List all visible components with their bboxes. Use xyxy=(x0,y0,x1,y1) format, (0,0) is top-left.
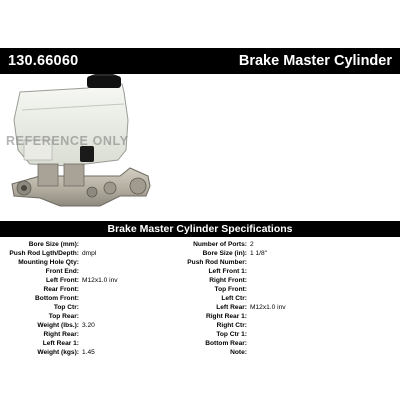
spec-label: Top Front: xyxy=(214,286,247,293)
specifications-title: Brake Master Cylinder Specifications xyxy=(0,221,400,237)
spec-row: Left Rear 1: xyxy=(0,339,79,348)
product-name: Brake Master Cylinder xyxy=(238,53,392,69)
spec-row: Weight (lbs.):3.20 xyxy=(0,321,94,330)
spec-row: Push Rod Number: xyxy=(0,258,247,267)
spec-label: Weight (lbs.): xyxy=(37,322,79,329)
spec-row: Bore Size (in):1 1/8" xyxy=(0,249,267,258)
spec-label: Top Rear: xyxy=(48,313,79,320)
spec-value: 2 xyxy=(250,241,254,248)
spec-label: Left Front 1: xyxy=(208,268,247,275)
spec-label: Bottom Front: xyxy=(35,295,79,302)
spec-row: Right Rear 1: xyxy=(0,312,247,321)
spec-row: Left Ctr: xyxy=(0,294,247,303)
spec-row: Right Front: xyxy=(0,276,247,285)
spec-row: Left Rear:M12x1.0 inv xyxy=(0,303,285,312)
spec-row: Right Ctr: xyxy=(0,321,247,330)
part-number: 130.66060 xyxy=(8,53,79,69)
spec-row: Bore Size (mm): xyxy=(0,240,79,249)
spec-label: Push Rod Lgth/Depth: xyxy=(9,250,79,257)
spec-label: Bore Size (mm): xyxy=(28,241,79,248)
spec-row: Mounting Hole Qty: xyxy=(0,258,79,267)
spec-row: Weight (kgs):1.45 xyxy=(0,348,94,357)
spec-row: Left Front:M12x1.0 inv xyxy=(0,276,118,285)
spec-row: Top Ctr: xyxy=(0,303,79,312)
spec-row: Top Ctr 1: xyxy=(0,330,247,339)
spec-row: Push Rod Lgth/Depth:dmpl xyxy=(0,249,96,258)
spec-value: M12x1.0 inv xyxy=(82,277,118,284)
spec-label: Left Front: xyxy=(46,277,79,284)
spec-label: Right Front: xyxy=(209,277,247,284)
spec-value: 1 1/8" xyxy=(250,250,268,257)
spec-label: Left Ctr: xyxy=(221,295,247,302)
spec-value: 1.45 xyxy=(82,349,95,356)
spec-label: Right Rear 1: xyxy=(205,313,247,320)
spec-label: Note: xyxy=(230,349,247,356)
spec-row: Front End: xyxy=(0,267,79,276)
spec-row: Number of Ports:2 xyxy=(0,240,254,249)
spec-label: Number of Ports: xyxy=(193,241,247,248)
spec-row: Bottom Front: xyxy=(0,294,79,303)
spec-row: Bottom Rear: xyxy=(0,339,247,348)
spec-row: Top Rear: xyxy=(0,312,79,321)
spec-label: Weight (kgs): xyxy=(37,349,79,356)
spec-row: Top Front: xyxy=(0,285,247,294)
spec-label: Rear Front: xyxy=(43,286,79,293)
reference-watermark: REFERENCE ONLY xyxy=(6,134,129,148)
header-bar: 130.66060 Brake Master Cylinder xyxy=(0,48,400,74)
spec-row: Right Rear: xyxy=(0,330,79,339)
spec-value: M12x1.0 inv xyxy=(250,304,286,311)
spec-value: 3.20 xyxy=(82,322,95,329)
product-photo xyxy=(11,74,151,207)
spec-label: Top Ctr 1: xyxy=(216,331,247,338)
spec-label: Push Rod Number: xyxy=(187,259,247,266)
spec-value: dmpl xyxy=(82,250,97,257)
spec-label: Bottom Rear: xyxy=(205,340,247,347)
spec-label: Bore Size (in): xyxy=(202,250,247,257)
spec-label: Right Ctr: xyxy=(216,322,247,329)
spec-label: Mounting Hole Qty: xyxy=(18,259,79,266)
spec-label: Left Rear 1: xyxy=(42,340,79,347)
spec-label: Left Rear: xyxy=(216,304,247,311)
spec-row: Rear Front: xyxy=(0,285,79,294)
spec-label: Right Rear: xyxy=(43,331,79,338)
spec-row: Left Front 1: xyxy=(0,267,247,276)
spec-row: Note: xyxy=(0,348,247,357)
spec-label: Front End: xyxy=(45,268,79,275)
spec-label: Top Ctr: xyxy=(53,304,79,311)
